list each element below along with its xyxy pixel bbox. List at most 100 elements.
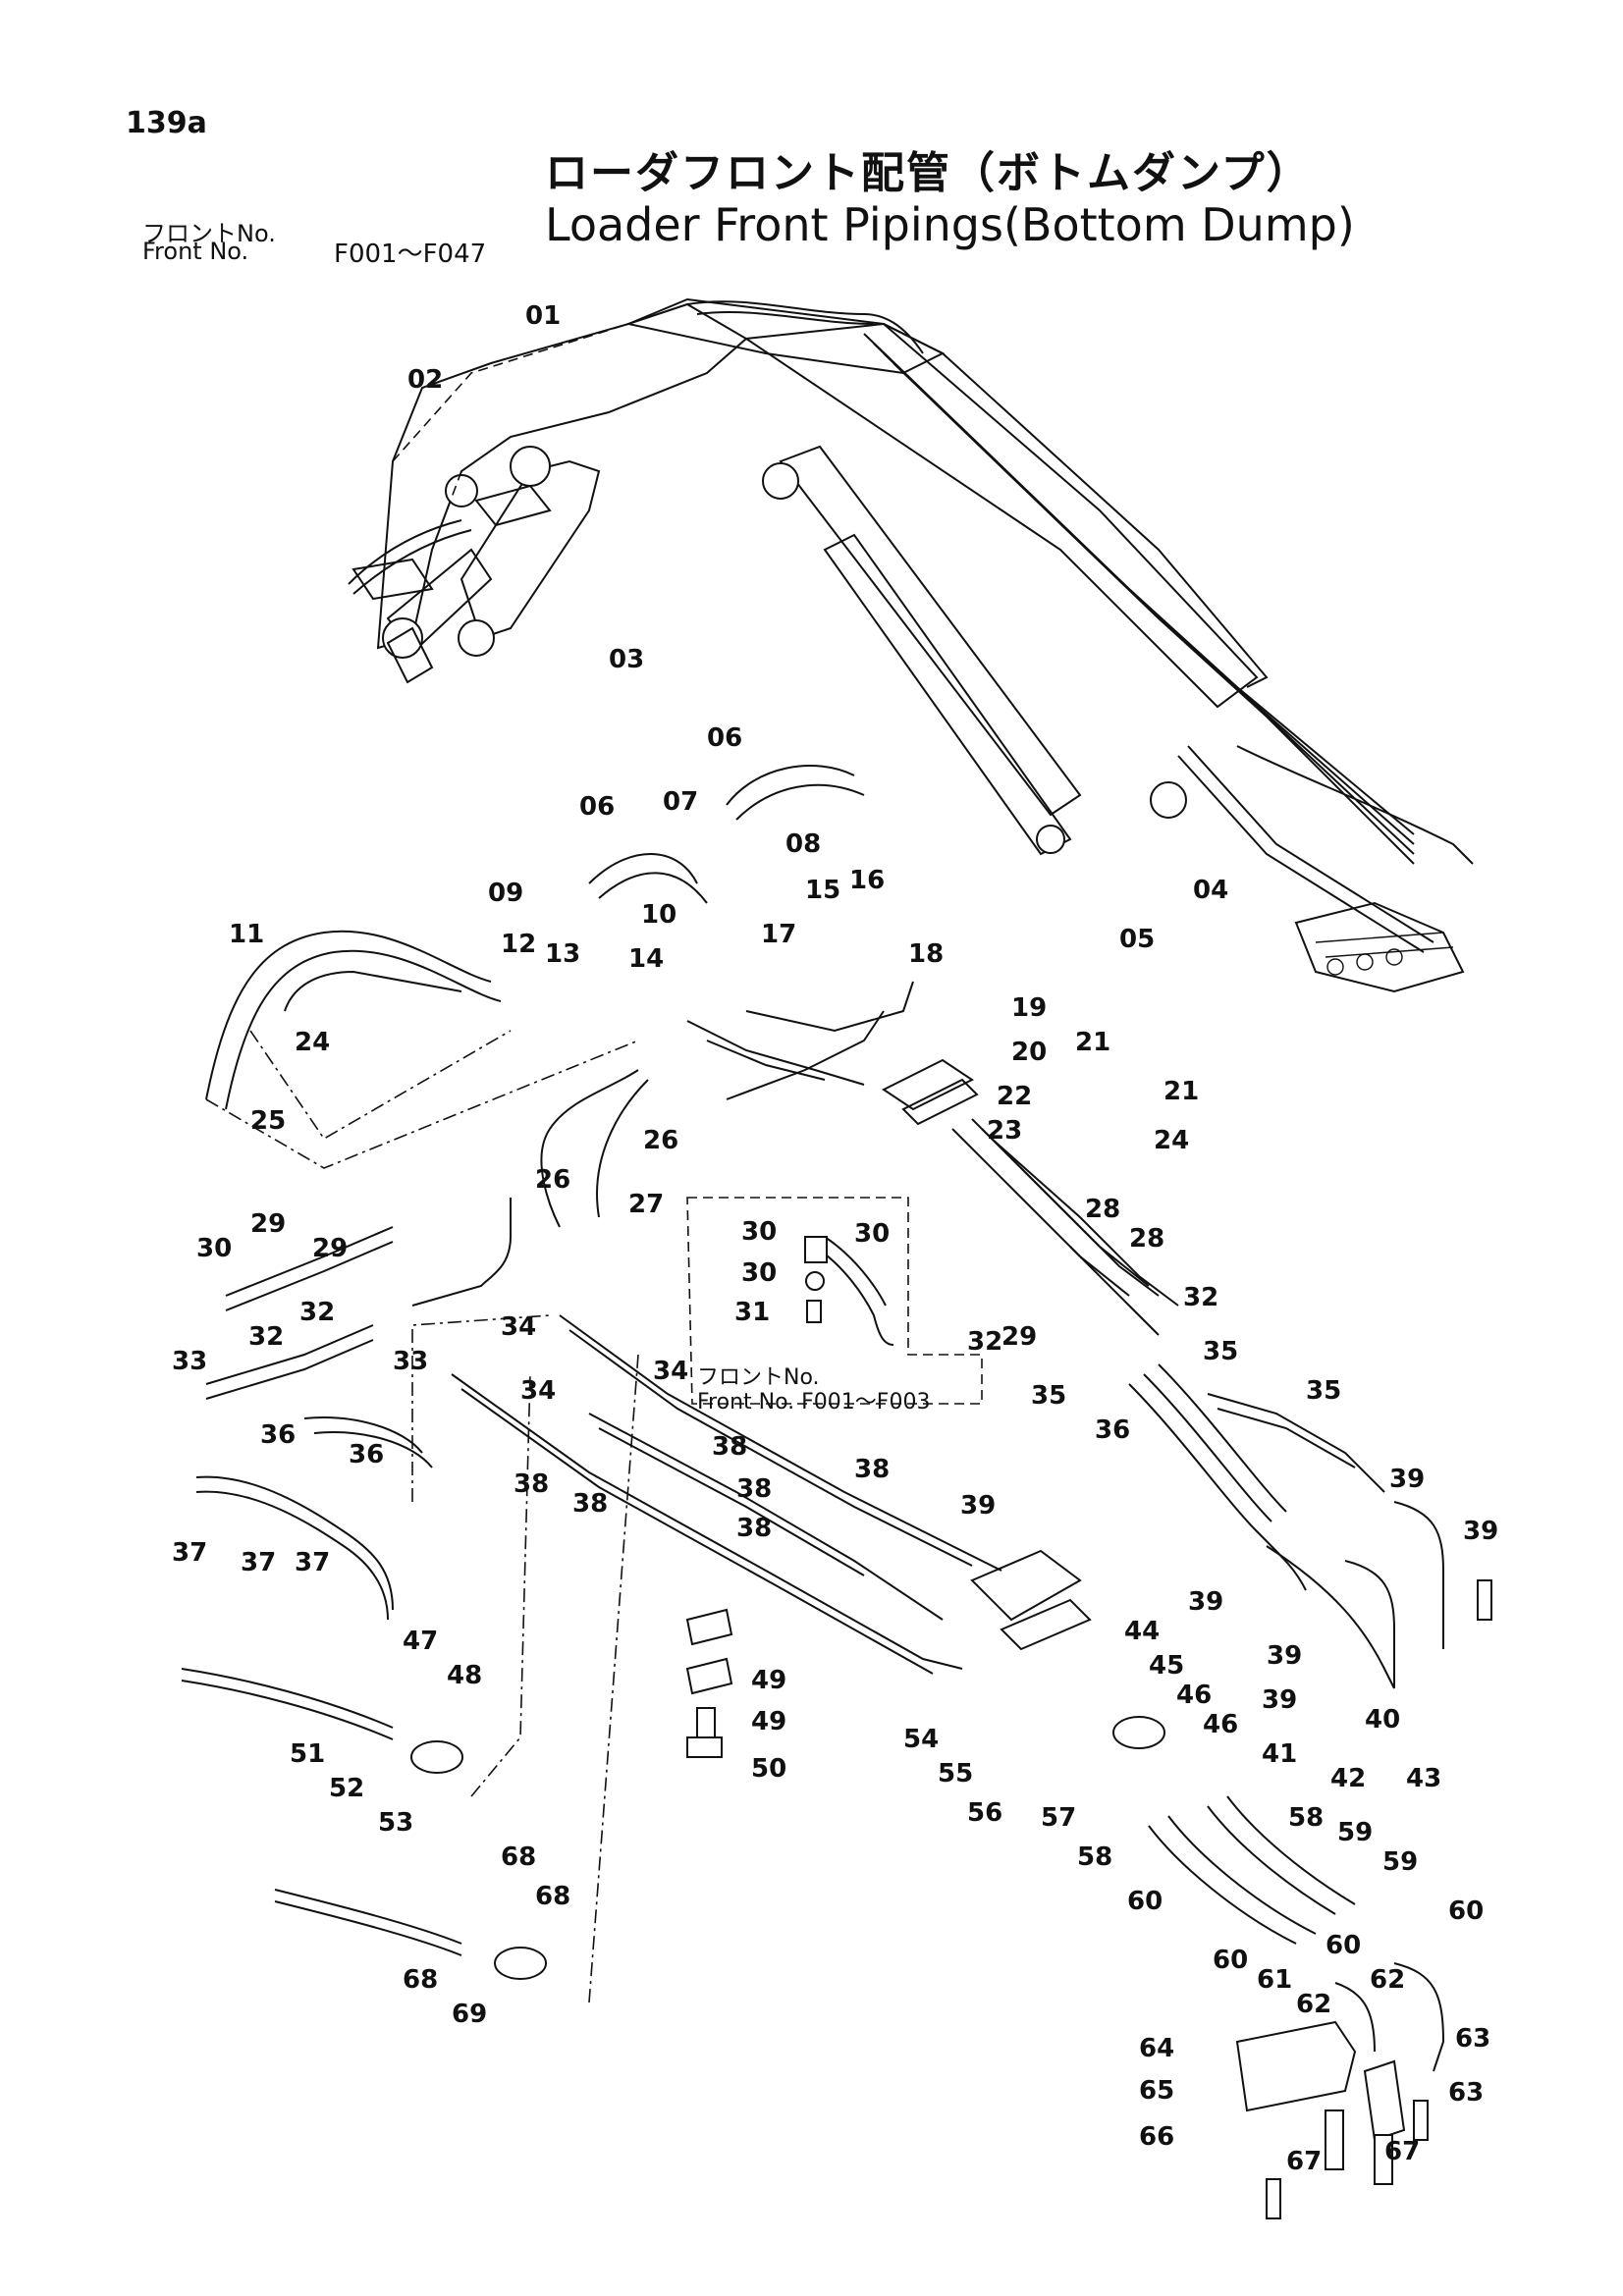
callout-03: 01 xyxy=(525,301,561,331)
callout-44: 22 xyxy=(997,1082,1032,1111)
callout-30b: 06 xyxy=(579,792,615,822)
callout-62a: 41 xyxy=(1262,1739,1297,1769)
callout-20: 28 xyxy=(1085,1195,1120,1224)
callout-09: 26 xyxy=(643,1126,678,1155)
callout-22: 17 xyxy=(761,920,796,949)
callout-45: 19 xyxy=(1011,993,1047,1023)
callout-60b: 43 xyxy=(1406,1764,1441,1793)
callout-18: 49 xyxy=(751,1707,786,1736)
callout-32c: 35 xyxy=(1203,1337,1238,1366)
callout-38d: 10 xyxy=(641,900,676,930)
callout-31: 11 xyxy=(229,920,264,949)
inset-note-en: Front No. F001～F003 xyxy=(697,1390,930,1415)
callout-68a: 39 xyxy=(1188,1587,1223,1617)
callout-11b: 32 xyxy=(967,1327,1002,1357)
callout-10: 28 xyxy=(1129,1224,1164,1254)
callout-54: 60 xyxy=(1325,1931,1361,1960)
callout-37b: 47 xyxy=(403,1627,438,1656)
callout-57: 60 xyxy=(1213,1946,1248,1975)
title-japanese: ローダフロント配管（ボトムダンプ） xyxy=(545,148,1312,198)
right-hoses xyxy=(1128,1363,1492,2219)
callout-40: 14 xyxy=(628,944,664,974)
callout-38f: 37 xyxy=(172,1538,207,1568)
callout-19: 24 xyxy=(1154,1126,1189,1155)
callout-55: 59 xyxy=(1382,1847,1418,1877)
callout-21a: 30 xyxy=(741,1217,777,1247)
callout-65: 05 xyxy=(1119,925,1155,954)
callout-30a: 06 xyxy=(707,723,742,753)
callout-12: 27 xyxy=(628,1190,664,1219)
callout-02: 02 xyxy=(407,365,443,395)
callout-38c: 09 xyxy=(488,879,523,908)
callout-01: 03 xyxy=(609,645,644,674)
center-piping xyxy=(411,981,1179,1758)
callout-49b: 63 xyxy=(1455,2024,1490,2054)
callout-49a: 20 xyxy=(1011,1038,1047,1067)
callout-30c: 36 xyxy=(349,1440,384,1469)
callout-33b: 32 xyxy=(299,1298,335,1327)
callout-32b: 32 xyxy=(248,1322,284,1352)
callout-36a: 46 xyxy=(1176,1681,1212,1710)
callout-35a: 44 xyxy=(1124,1617,1160,1646)
callout-69: 57 xyxy=(1041,1803,1076,1833)
callout-26a: 31 xyxy=(734,1298,770,1327)
callout-67b: 60 xyxy=(1127,1887,1163,1916)
callout-34b: 52 xyxy=(329,1774,364,1803)
callout-28b: 38 xyxy=(736,1474,772,1504)
callout-39f: 35 xyxy=(1031,1381,1066,1411)
callout-38a: 07 xyxy=(663,787,698,817)
callout-25: 16 xyxy=(849,866,885,895)
callout-39e: 33 xyxy=(172,1347,207,1376)
callout-17: 49 xyxy=(751,1666,786,1695)
callout-46a: 33 xyxy=(393,1347,428,1376)
callout-30d: 37 xyxy=(241,1548,276,1577)
callout-29c: 68 xyxy=(403,1965,438,1995)
inset-box xyxy=(686,1197,983,1405)
callout-15: 55 xyxy=(938,1759,973,1789)
callout-36c: 68 xyxy=(535,1882,570,1911)
callout-48: 34 xyxy=(520,1376,556,1406)
callout-16: 56 xyxy=(967,1798,1002,1828)
callout-41: 12 xyxy=(501,930,536,959)
callout-06a: 30 xyxy=(854,1219,890,1249)
callout-46b: 37 xyxy=(295,1548,330,1577)
callout-58a: 62 xyxy=(1296,1990,1331,2019)
callout-29b: 58 xyxy=(1288,1803,1324,1833)
callout-35b: 53 xyxy=(378,1808,413,1838)
callout-21b: 38 xyxy=(712,1432,747,1462)
callout-37c: 68 xyxy=(501,1842,536,1872)
callout-67a: 35 xyxy=(1306,1376,1341,1406)
inset-note-jp: フロントNo. xyxy=(697,1365,820,1390)
callout-24b: 21 xyxy=(1163,1077,1199,1106)
callout-52: 40 xyxy=(1365,1705,1400,1735)
callout-42: 13 xyxy=(545,939,580,969)
callout-68b: 58 xyxy=(1077,1842,1112,1872)
callout-50: 60 xyxy=(1448,1896,1484,1926)
callout-60d: 67 xyxy=(1384,2137,1420,2166)
callout-39a: 24 xyxy=(295,1028,330,1057)
callout-06b: 34 xyxy=(653,1357,688,1386)
callout-38e: 36 xyxy=(260,1420,296,1450)
callout-60a: 42 xyxy=(1330,1764,1366,1793)
callout-66: 39 xyxy=(960,1491,996,1521)
callout-07: 38 xyxy=(514,1469,549,1499)
callout-08: 18 xyxy=(908,939,944,969)
front-number-label-en: Front No. xyxy=(142,238,249,265)
callout-63a: 39 xyxy=(1262,1685,1297,1715)
callout-33a: 29 xyxy=(312,1234,348,1263)
callout-68c: 59 xyxy=(1337,1818,1373,1847)
callout-32a: 29 xyxy=(250,1209,286,1239)
front-number-range: F001～F047 xyxy=(334,240,487,269)
callout-labels: 01 02 03 04 05 06 06 07 08 09 10 11 12 1… xyxy=(172,301,1498,2176)
front-number-label-jp: フロントNo. xyxy=(142,220,276,247)
callout-60c: 67 xyxy=(1286,2147,1322,2176)
callout-59b: 63 xyxy=(1448,2078,1484,2108)
callout-64: 04 xyxy=(1193,876,1228,905)
callout-34c: 69 xyxy=(452,2000,487,2029)
callout-37a: 46 xyxy=(1203,1710,1238,1739)
callout-51: 64 xyxy=(1139,2034,1174,2063)
title-english: Loader Front Pipings(Bottom Dump) xyxy=(545,198,1355,251)
callout-39c: 30 xyxy=(196,1234,232,1263)
callout-39b: 25 xyxy=(250,1106,286,1136)
